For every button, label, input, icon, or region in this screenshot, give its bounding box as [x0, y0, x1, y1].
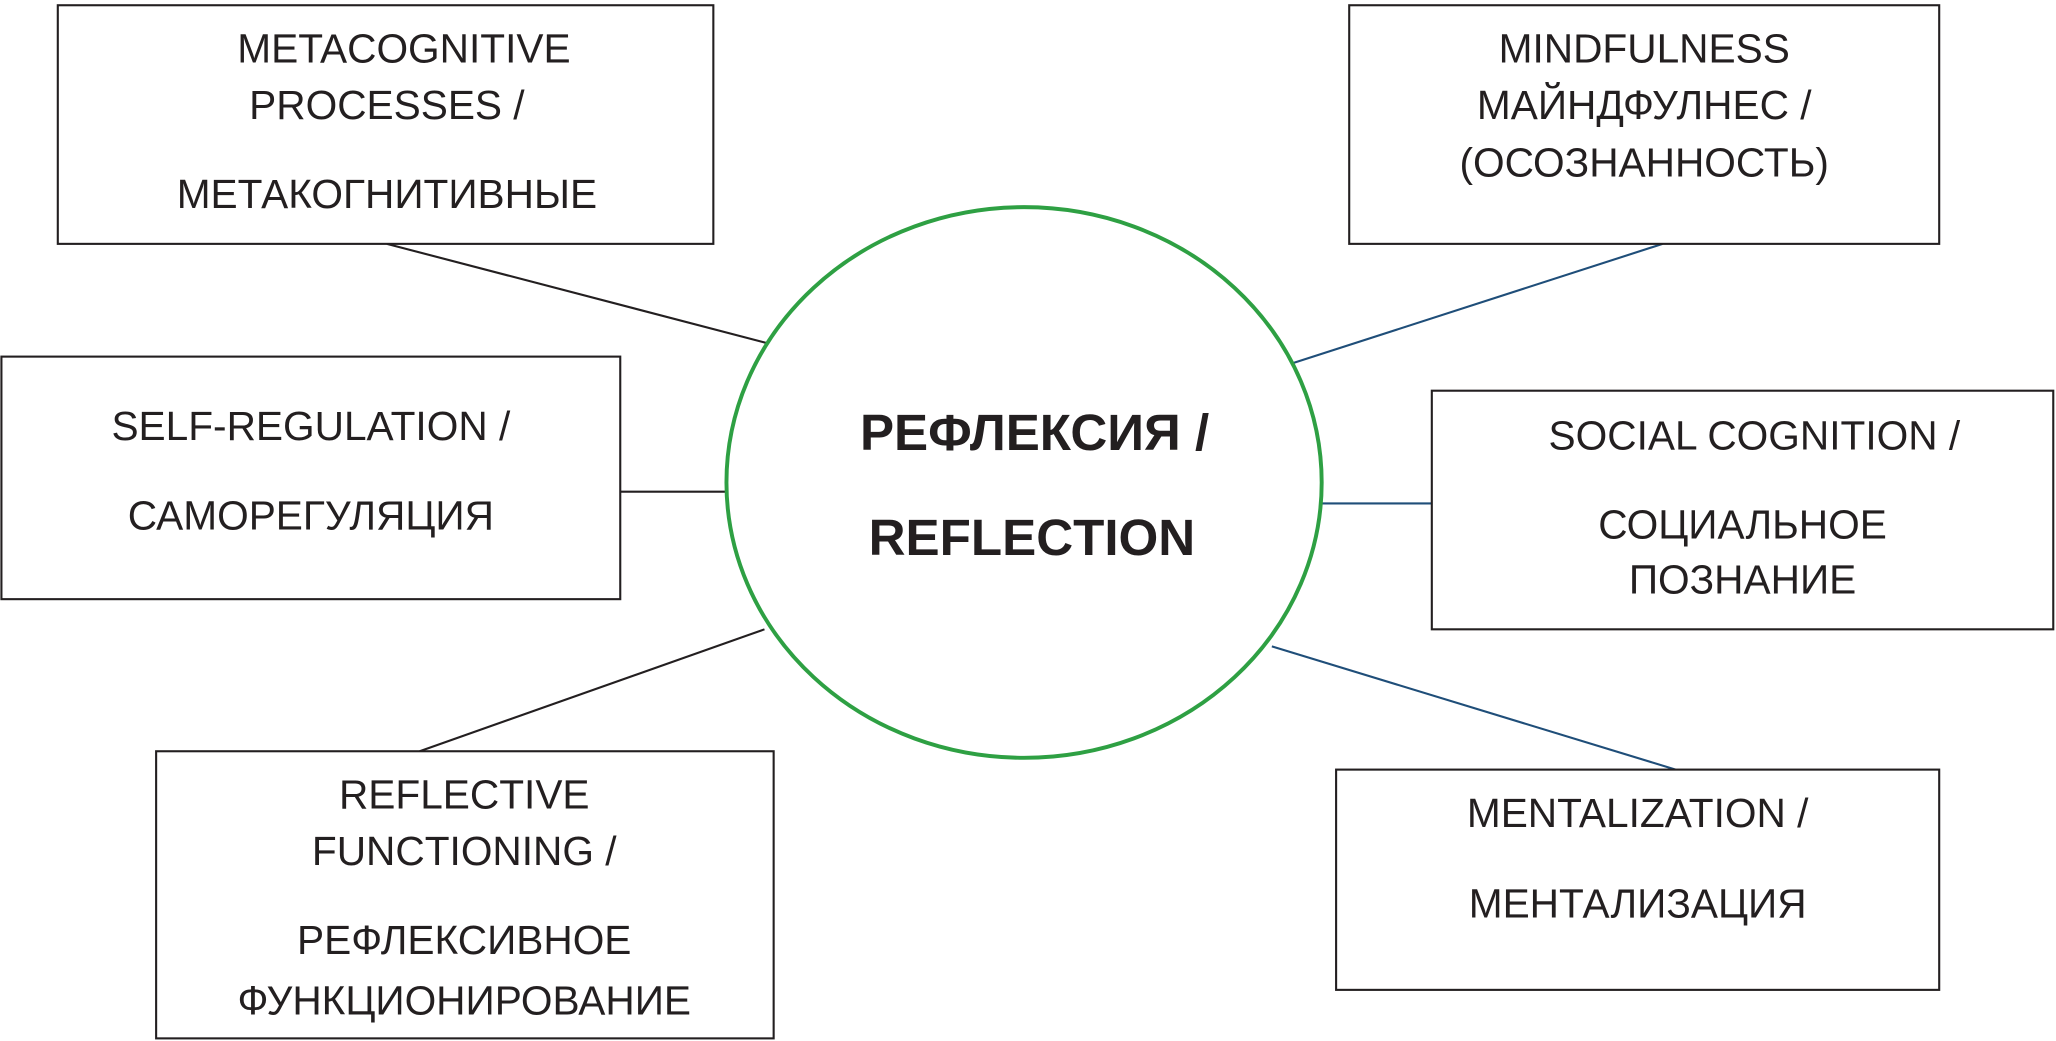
- node-label: ФУНКЦИОНИРОВАНИЕ: [237, 977, 691, 1023]
- node-label: MENTALIZATION /: [1467, 790, 1809, 836]
- node-label: МАЙНДФУЛНЕС /: [1477, 82, 1812, 128]
- node-social-cognition: SOCIAL COGNITION / СОЦИАЛЬНОЕ ПОЗНАНИЕ: [1430, 389, 2055, 631]
- connector-reflective-functioning: [419, 628, 765, 753]
- connector-metacognitive: [386, 242, 774, 346]
- node-label: ПОЗНАНИЕ: [1629, 556, 1856, 602]
- node-label: SELF-REGULATION /: [111, 403, 511, 449]
- node-label: METACOGNITIVE: [237, 26, 570, 72]
- node-label: СОЦИАЛЬНОЕ: [1598, 501, 1887, 547]
- connector-mindfulness: [1292, 242, 1663, 365]
- center-label-line-2: REFLECTION: [869, 509, 1196, 566]
- node-label: MINDFULNESS: [1499, 26, 1790, 72]
- node-label: РЕФЛЕКСИВНОЕ: [297, 917, 631, 963]
- node-label: FUNCTIONING /: [312, 828, 617, 874]
- node-label: МЕНТАЛИЗАЦИЯ: [1469, 880, 1807, 926]
- node-label: REFLECTIVE: [339, 772, 590, 818]
- node-label: МЕТАКОГНИТИВНЫЕ: [177, 171, 597, 217]
- central-ellipse: [724, 205, 1324, 760]
- node-metacognitive: METACOGNITIVE PROCESSES / МЕТАКОГНИТИВНЫ…: [56, 4, 715, 245]
- node-reflective-functioning: REFLECTIVE FUNCTIONING / РЕФЛЕКСИВНОЕ ФУ…: [155, 750, 775, 1040]
- center-label-line-1: РЕФЛЕКСИЯ /: [860, 404, 1209, 461]
- node-label: (ОСОЗНАННОСТЬ): [1459, 140, 1828, 186]
- node-label: SOCIAL COGNITION /: [1549, 412, 1961, 458]
- node-label: PROCESSES /: [249, 82, 525, 128]
- connector-mentalization: [1271, 645, 1676, 771]
- node-self-regulation: SELF-REGULATION / САМОРЕГУЛЯЦИЯ: [0, 355, 622, 601]
- node-mindfulness: MINDFULNESS МАЙНДФУЛНЕС / (ОСОЗНАННОСТЬ): [1348, 4, 1941, 245]
- node-mentalization: MENTALIZATION / МЕНТАЛИЗАЦИЯ: [1335, 768, 1941, 991]
- node-label: САМОРЕГУЛЯЦИЯ: [128, 492, 494, 538]
